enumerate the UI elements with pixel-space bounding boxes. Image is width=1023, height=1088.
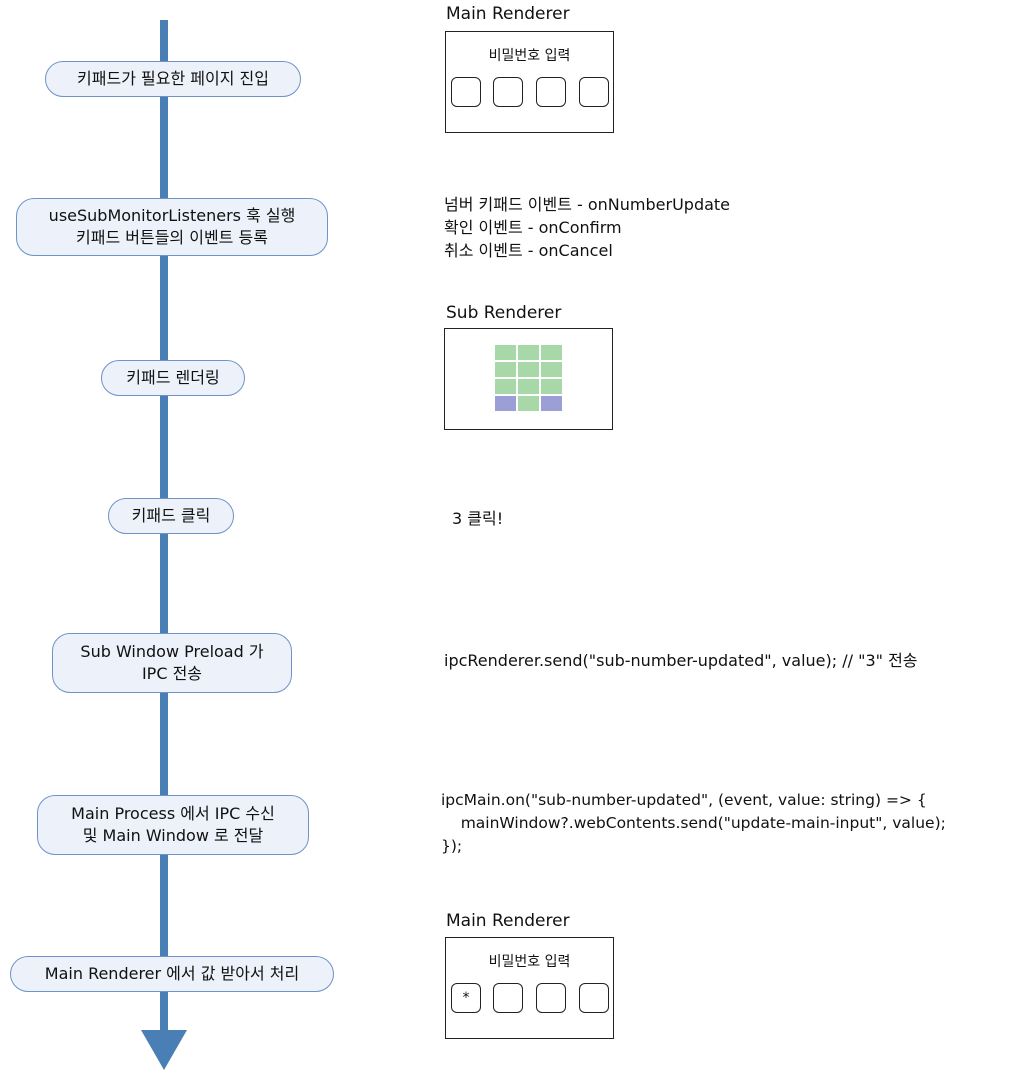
- main-renderer-bottom-title: Main Renderer: [446, 911, 570, 931]
- keypad-number-key: [541, 379, 562, 394]
- keypad-number-key: [541, 362, 562, 377]
- code-line: });: [441, 837, 463, 855]
- step-label: IPC 전송: [141, 664, 203, 683]
- step-enter-page: 키패드가 필요한 페이지 진입: [45, 61, 301, 97]
- step-register-listeners: useSubMonitorListeners 훅 실행 키패드 버튼들의 이벤트…: [16, 198, 328, 256]
- keypad-number-key: [518, 379, 539, 394]
- pin-cell: [536, 983, 566, 1013]
- step-label: 키패드 클릭: [131, 506, 211, 525]
- event-line: 넘버 키패드 이벤트 - onNumberUpdate: [444, 195, 731, 214]
- step-label: 키패드 렌더링: [126, 368, 220, 387]
- events-note: 넘버 키패드 이벤트 - onNumberUpdate 확인 이벤트 - onC…: [444, 193, 730, 262]
- sub-renderer-title: Sub Renderer: [446, 303, 562, 323]
- step-label: 키패드 버튼들의 이벤트 등록: [76, 228, 268, 247]
- timeline-arrowhead: [141, 1030, 187, 1070]
- step-render-keypad: 키패드 렌더링: [101, 360, 245, 396]
- keypad-number-key: [518, 362, 539, 377]
- pin-cell: [493, 983, 523, 1013]
- main-renderer-top-window: 비밀번호 입력: [445, 31, 614, 133]
- pin-cell: [536, 77, 566, 107]
- password-label: 비밀번호 입력: [488, 48, 571, 64]
- pin-cell: [579, 983, 609, 1013]
- code-line: mainWindow?.webContents.send("update-mai…: [441, 814, 946, 832]
- event-line: 취소 이벤트 - onCancel: [444, 241, 613, 260]
- step-click-keypad: 키패드 클릭: [108, 498, 234, 534]
- ipc-main-code: ipcMain.on("sub-number-updated", (event,…: [441, 789, 946, 858]
- keypad-function-key: [495, 396, 516, 411]
- main-renderer-top-title: Main Renderer: [446, 4, 570, 24]
- step-preload-ipc-send: Sub Window Preload 가 IPC 전송: [52, 633, 292, 693]
- keypad-grid: [495, 345, 562, 411]
- code-line: ipcMain.on("sub-number-updated", (event,…: [441, 791, 927, 809]
- password-label: 비밀번호 입력: [488, 954, 571, 970]
- keypad-function-key: [541, 396, 562, 411]
- step-label: 키패드가 필요한 페이지 진입: [77, 69, 269, 88]
- step-main-renderer-handle: Main Renderer 에서 값 받아서 처리: [10, 956, 334, 992]
- sub-renderer-window: [444, 328, 613, 430]
- keypad-number-key: [518, 396, 539, 411]
- pin-cell: *: [451, 983, 481, 1013]
- step-label: Main Process 에서 IPC 수신: [71, 804, 275, 823]
- click-note: 3 클릭!: [452, 509, 504, 528]
- step-main-process-forward: Main Process 에서 IPC 수신 및 Main Window 로 전…: [37, 795, 309, 855]
- step-label: Sub Window Preload 가: [80, 642, 264, 661]
- ipc-send-code: ipcRenderer.send("sub-number-updated", v…: [444, 651, 918, 670]
- event-line: 확인 이벤트 - onConfirm: [444, 218, 622, 237]
- keypad-number-key: [518, 345, 539, 360]
- keypad-number-key: [541, 345, 562, 360]
- pin-cell: [579, 77, 609, 107]
- keypad-number-key: [495, 379, 516, 394]
- keypad-number-key: [495, 345, 516, 360]
- main-renderer-bottom-window: 비밀번호 입력 *: [445, 937, 614, 1039]
- step-label: Main Renderer 에서 값 받아서 처리: [44, 964, 300, 983]
- pin-cell: [493, 77, 523, 107]
- pin-cell: [451, 77, 481, 107]
- step-label: 및 Main Window 로 전달: [82, 826, 264, 845]
- step-label: useSubMonitorListeners 훅 실행: [48, 206, 296, 225]
- keypad-number-key: [495, 362, 516, 377]
